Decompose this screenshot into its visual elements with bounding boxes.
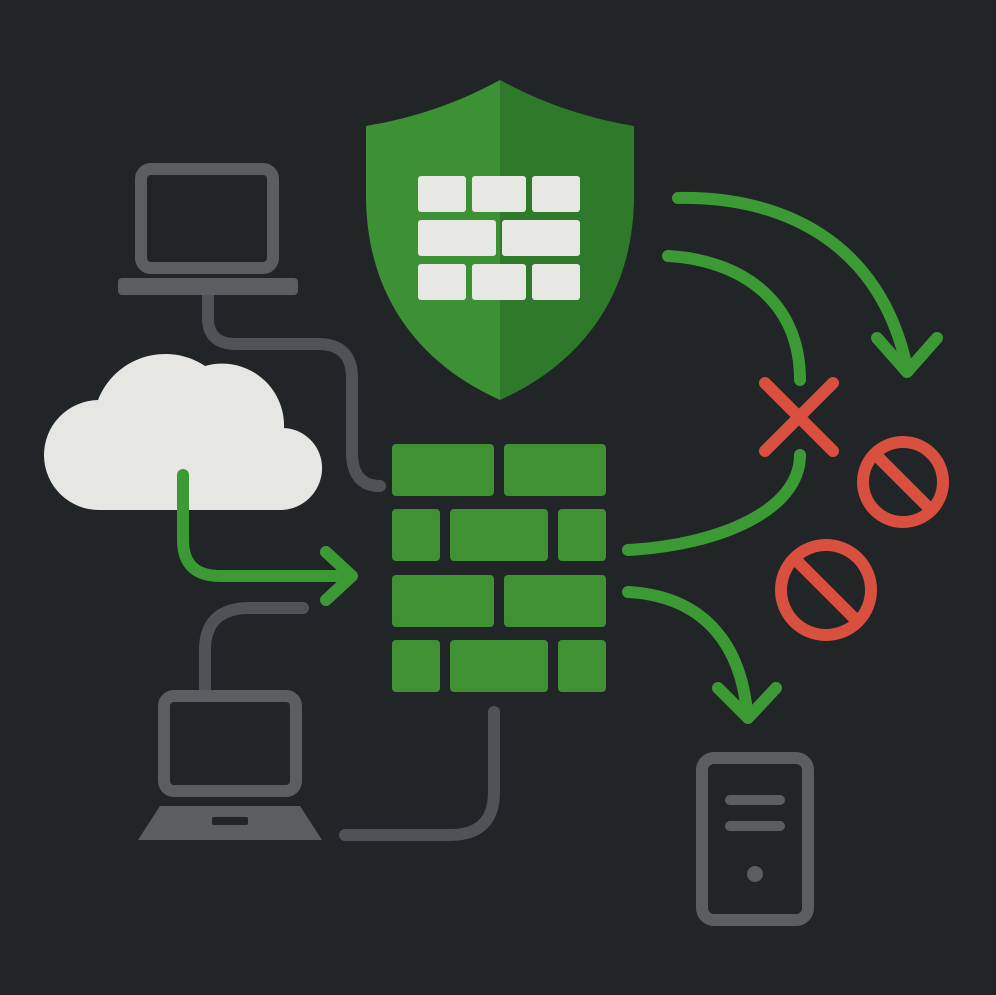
- arrow-firewall-blocked: [622, 449, 806, 556]
- prohibited-sign-icon: [857, 436, 949, 528]
- connector-top-laptop-to-firewall: [202, 288, 386, 492]
- green-arrows: [177, 191, 943, 724]
- laptop-top-screen: [135, 163, 279, 274]
- laptop-bottom-screen: [158, 690, 302, 797]
- arrow-shield-outer: [672, 191, 913, 374]
- server-tower-icon: [696, 752, 814, 926]
- arrow-cloud-to-firewall: [177, 469, 356, 582]
- connector-firewall-bottom-to-laptop: [339, 706, 500, 841]
- arrow-shield-inner-blocked: [662, 250, 806, 386]
- gray-connectors: [199, 288, 500, 841]
- shield-icon: [366, 80, 634, 400]
- laptop-top-base: [118, 278, 298, 295]
- cloud-icon: [43, 353, 323, 511]
- laptop-bottom: [138, 690, 322, 840]
- shield-brick-wall-icon: [418, 176, 580, 300]
- prohibited-sign-icon: [775, 539, 877, 641]
- connector-bottom-laptop-to-firewall: [199, 602, 309, 698]
- laptop-bottom-trackpad: [212, 817, 248, 825]
- laptop-top: [118, 163, 298, 295]
- server-case: [696, 752, 814, 926]
- arrow-cloud-to-firewall-head: [320, 546, 358, 606]
- arrow-firewall-to-server: [622, 586, 753, 718]
- arrow-firewall-to-server-head: [712, 682, 782, 724]
- arrow-shield-outer-head: [871, 332, 943, 378]
- firewall-brick-wall-icon: [392, 444, 606, 692]
- server-power-light: [747, 866, 763, 882]
- x-mark-icon: [759, 377, 839, 457]
